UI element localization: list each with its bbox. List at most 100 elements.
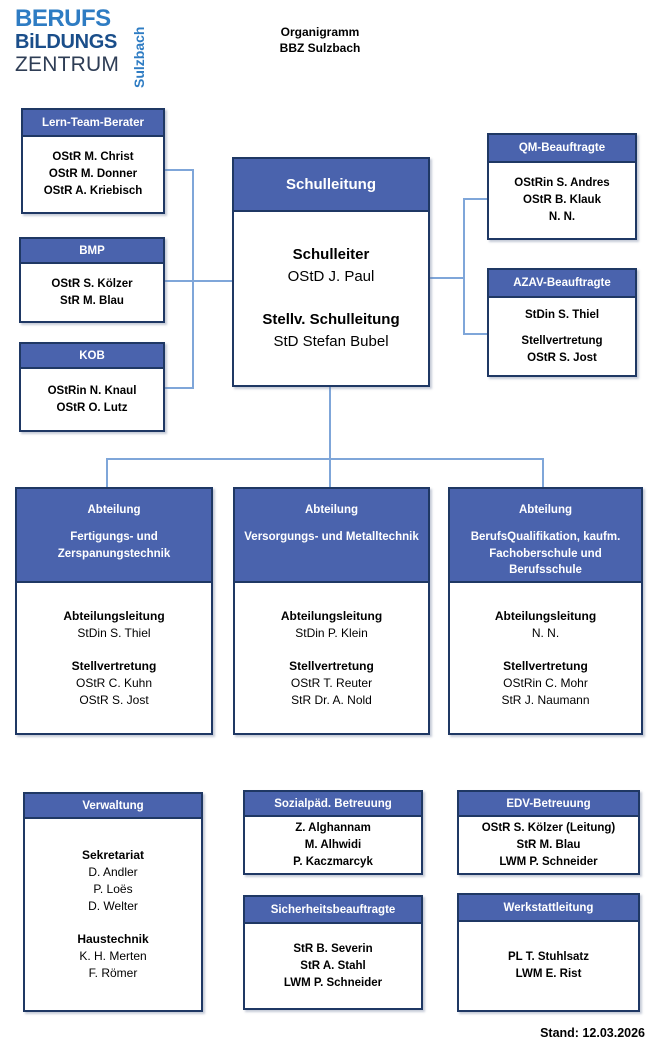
member-name: Z. Alghannam (295, 821, 371, 834)
org-box-verwaltung: Verwaltung Sekretariat D. Andler P. Loës… (23, 792, 203, 1012)
member-name: D. Welter (88, 899, 138, 913)
logo-line-zentrum: ZENTRUM (15, 53, 120, 76)
member-name: OStR S. Kölzer (Leitung) (481, 821, 616, 834)
box-title-label: Sozialpäd. Betreuung (274, 797, 392, 810)
member-name: OStRin N. Knaul (47, 384, 137, 397)
box-body-verwaltung: Sekretariat D. Andler P. Loës D. Welter … (25, 819, 201, 1010)
connector-right-vertical (463, 198, 465, 335)
box-body-sozialpaed: Z. Alghannam M. Alhwidi P. Kaczmarcyk (245, 817, 421, 873)
lead-label: Abteilungsleitung (63, 608, 165, 623)
box-body-werkstatt: PL T. Stuhlsatz LWM E. Rist (459, 922, 638, 1010)
connector-drop-abteilung-1 (106, 458, 108, 487)
org-box-sozialpaed-betreuung: Sozialpäd. Betreuung Z. Alghannam M. Alh… (243, 790, 423, 875)
member-name: StD Stefan Bubel (273, 333, 389, 350)
box-title-verwaltung: Verwaltung (25, 794, 201, 819)
box-body-azav: StDin S. Thiel Stellvertretung OStR S. J… (489, 298, 635, 375)
page-title: Organigramm BBZ Sulzbach (230, 24, 410, 56)
member-name: OStD J. Paul (287, 268, 375, 285)
box-title-edv: EDV-Betreuung (459, 792, 638, 817)
box-title-label: Verwaltung (82, 799, 144, 812)
box-body-schulleitung: Schulleiter OStD J. Paul Stellv. Schulle… (234, 212, 428, 385)
box-subtitle-label: Versorgungs- und Metalltechnik (244, 531, 419, 543)
box-title-abteilung-2: Abteilung Versorgungs- und Metalltechnik (235, 489, 428, 583)
member-name: OStR B. Klauk (523, 194, 601, 206)
box-title-label: Schulleitung (286, 176, 376, 193)
connector-drop-abteilung-2 (329, 458, 331, 487)
org-box-werkstattleitung: Werkstattleitung PL T. Stuhlsatz LWM E. … (457, 893, 640, 1012)
org-box-lern-team-berater: Lern-Team-Berater OStR M. Christ OStR M.… (21, 108, 165, 214)
member-name: LWM P. Schneider (283, 976, 383, 989)
member-name: LWM P. Schneider (499, 855, 598, 868)
deputy-label: Stellvertretung (71, 658, 157, 673)
box-title-label: Abteilung (87, 504, 141, 516)
box-title-qm: QM-Beauftragte (489, 135, 635, 163)
lead-label: Abteilungsleitung (494, 608, 597, 623)
member-name: OStR S. Jost (79, 692, 149, 707)
logo-sulzbach-vertical: Sulzbach (131, 26, 147, 88)
page-title-line2: BBZ Sulzbach (279, 41, 361, 55)
box-title-werkstatt: Werkstattleitung (459, 895, 638, 922)
box-title-label: BMP (79, 244, 105, 257)
box-subtitle-label: Fertigungs- und Zerspanungstechnik (57, 531, 171, 560)
org-box-schulleitung: Schulleitung Schulleiter OStD J. Paul St… (232, 157, 430, 387)
member-name: OStR C. Kuhn (75, 675, 153, 690)
member-name: OStR S. Kölzer (51, 277, 133, 290)
box-body-abteilung-1: Abteilungsleitung StDin S. Thiel Stellve… (17, 583, 211, 733)
box-body-abteilung-2: Abteilungsleitung StDin P. Klein Stellve… (235, 583, 428, 733)
org-box-abteilung-berufsqualifikation: Abteilung BerufsQualifikation, kaufm. Fa… (448, 487, 643, 735)
role-label: Stellv. Schulleitung (262, 311, 400, 328)
box-title-kob: KOB (21, 344, 163, 369)
org-box-azav-beauftragte: AZAV-Beauftragte StDin S. Thiel Stellver… (487, 268, 637, 377)
box-title-label: EDV-Betreuung (506, 797, 591, 810)
group-label: Sekretariat (81, 848, 145, 862)
deputy-label: Stellvertretung (289, 658, 374, 673)
deputy-label: Stellvertretung (521, 334, 603, 347)
deputy-label: Stellvertretung (503, 658, 588, 673)
box-title-label: Werkstattleitung (503, 901, 594, 914)
org-box-bmp: BMP OStR S. Kölzer StR M. Blau (19, 237, 165, 323)
member-name: LWM E. Rist (515, 968, 582, 980)
member-name: F. Römer (88, 966, 138, 980)
box-title-abteilung-1: Abteilung Fertigungs- und Zerspanungstec… (17, 489, 211, 583)
box-title-label: Abteilung (304, 504, 359, 516)
member-name: N. N. (548, 211, 576, 223)
member-name: OStR A. Kriebisch (43, 185, 143, 197)
box-title-abteilung-3: Abteilung BerufsQualifikation, kaufm. Fa… (450, 489, 641, 583)
box-body-sicherheit: StR B. Severin StR A. Stahl LWM P. Schne… (245, 924, 421, 1008)
member-name: OStR S. Jost (527, 351, 597, 364)
member-name: P. Loës (93, 882, 133, 896)
box-title-sicherheit: Sicherheitsbeauftragte (245, 897, 421, 924)
lead-label: Abteilungsleitung (280, 608, 383, 623)
member-name: OStRin S. Andres (514, 177, 610, 189)
page-title-line1: Organigramm (280, 25, 360, 39)
member-name: StR J. Naumann (501, 692, 590, 707)
org-box-abteilung-versorgungstechnik: Abteilung Versorgungs- und Metalltechnik… (233, 487, 430, 735)
connector-qm-horizontal (463, 198, 487, 200)
box-body-lern-team-berater: OStR M. Christ OStR M. Donner OStR A. Kr… (23, 137, 163, 212)
box-title-label: QM-Beauftragte (518, 142, 606, 154)
member-name: StR B. Severin (293, 942, 373, 955)
member-name: StR M. Blau (60, 294, 124, 307)
box-title-azav: AZAV-Beauftragte (489, 270, 635, 298)
member-name: OStR M. Donner (48, 168, 138, 180)
box-title-label: Lern-Team-Berater (41, 116, 145, 129)
connector-kob-horizontal (165, 387, 193, 389)
connector-azav-horizontal (463, 333, 487, 335)
stand-date: Stand: 12.03.2026 (540, 1026, 645, 1040)
connector-left-vertical (192, 169, 194, 389)
member-name: P. Kaczmarcyk (293, 855, 373, 868)
box-title-lern-team-berater: Lern-Team-Berater (23, 110, 163, 137)
connector-ltb-horizontal (165, 169, 193, 171)
org-box-kob: KOB OStRin N. Knaul OStR O. Lutz (19, 342, 165, 432)
box-title-label: KOB (79, 349, 105, 362)
box-body-bmp: OStR S. Kölzer StR M. Blau (21, 264, 163, 321)
member-name: StR A. Stahl (300, 959, 366, 972)
connector-schulleitung-to-right (430, 277, 464, 279)
member-name: M. Alhwidi (304, 838, 362, 851)
box-title-schulleitung: Schulleitung (234, 159, 428, 212)
box-body-abteilung-3: Abteilungsleitung N. N. Stellvertretung … (450, 583, 641, 733)
connector-bmp-to-schulleitung (165, 280, 232, 282)
org-box-sicherheitsbeauftragte: Sicherheitsbeauftragte StR B. Severin St… (243, 895, 423, 1010)
connector-abteilung-horizontal (106, 458, 544, 460)
logo-line-bildungs: BiLDUNGS (15, 31, 118, 53)
